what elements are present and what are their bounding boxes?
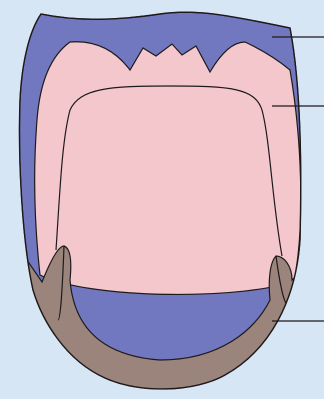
inner-surface: [35, 42, 301, 295]
